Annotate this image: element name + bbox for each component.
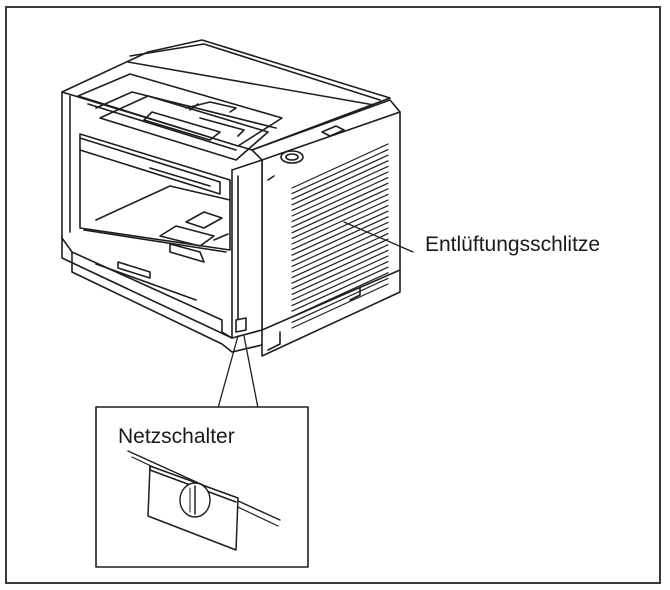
vent-slot (291, 177, 389, 223)
vent-slot (291, 165, 389, 211)
vent-slot (291, 205, 389, 251)
vent-slot (291, 216, 389, 262)
vent-slot (291, 160, 389, 206)
vent-slot (291, 199, 389, 245)
printer-body (61, 39, 401, 357)
vent-slot (291, 233, 389, 279)
vent-slot (291, 255, 389, 301)
vent-slot (291, 193, 389, 239)
vent-slot (291, 182, 389, 228)
vent-slot (291, 188, 389, 234)
vent-slot (291, 272, 389, 318)
vent-slot (291, 210, 389, 256)
figure-frame (5, 6, 661, 584)
vent-slot (291, 249, 389, 295)
detail-box (95, 406, 309, 568)
vent-slot (291, 238, 389, 284)
vent-slot (291, 149, 389, 195)
vent-slot (291, 261, 389, 307)
vent-slot (291, 221, 389, 267)
vent-slot (291, 154, 389, 200)
vent-slot (291, 283, 389, 329)
vent-slot (291, 227, 389, 273)
vents-label: Entlüftungsschlitze (425, 233, 601, 256)
vent-slot (291, 277, 389, 323)
callout-lines (217, 221, 414, 409)
power-switch-label: Netzschalter (118, 425, 235, 448)
vent-slot (291, 244, 389, 290)
ventilation-slots (291, 143, 389, 329)
power-switch-small (235, 317, 247, 333)
vent-slot (291, 266, 389, 312)
vent-slot (291, 171, 389, 217)
vent-slot (291, 143, 389, 189)
